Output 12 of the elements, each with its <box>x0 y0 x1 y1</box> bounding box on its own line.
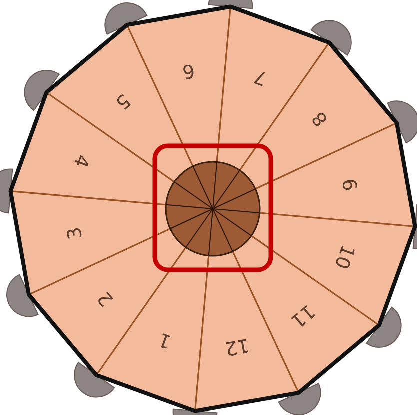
sector-number: 5 <box>111 89 135 114</box>
sector-number: 10 <box>330 242 360 272</box>
sector-number: 11 <box>286 300 320 332</box>
sector-number: 8 <box>308 107 333 131</box>
sector-number: 12 <box>224 334 252 360</box>
sector-number: 9 <box>339 176 363 193</box>
sector-number: 3 <box>63 225 87 242</box>
sector-number: 6 <box>180 59 197 83</box>
sector-number: 1 <box>156 328 175 353</box>
sector-number: 7 <box>251 65 270 90</box>
sector-number: 2 <box>93 287 118 311</box>
sector-number: 4 <box>69 152 94 171</box>
